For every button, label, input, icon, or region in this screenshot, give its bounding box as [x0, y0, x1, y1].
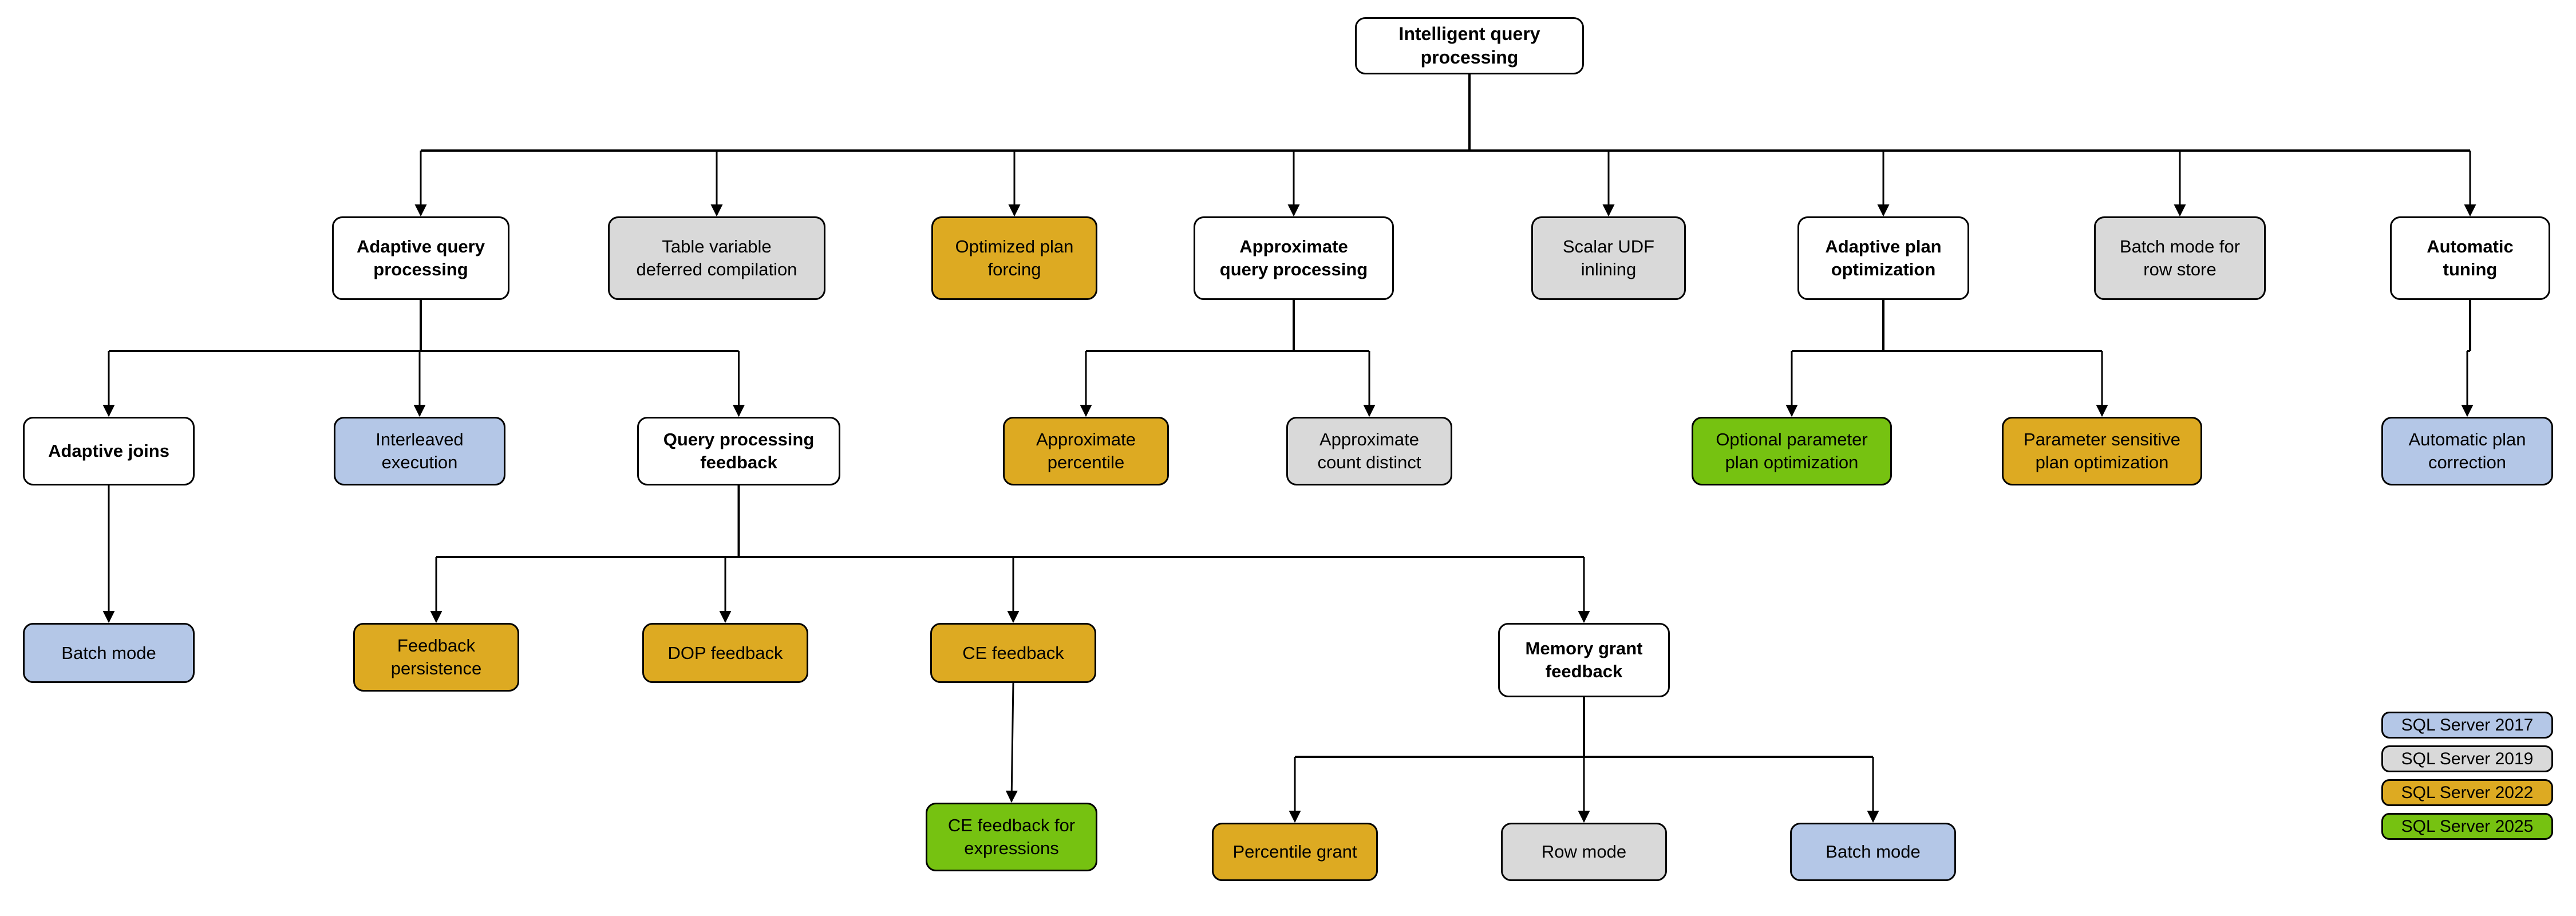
- node-aqp[interactable]: Adaptive query processing: [332, 216, 509, 300]
- node-opf[interactable]: Optimized plan forcing: [931, 216, 1097, 300]
- node-label: Percentile grant: [1232, 842, 1357, 862]
- node-label: CE feedback: [962, 642, 1064, 663]
- node-bmrs[interactable]: Batch mode for row store: [2094, 216, 2266, 300]
- node-label: Batch mode: [1826, 842, 1921, 862]
- node-aj[interactable]: Adaptive joins: [23, 417, 195, 485]
- node-label: Adaptive plan optimization: [1825, 236, 1942, 279]
- node-tvdc[interactable]: Table variable deferred compilation: [608, 216, 825, 300]
- legend-item-sql-server-2025[interactable]: SQL Server 2025: [2381, 813, 2553, 840]
- legend-item-sql-server-2022[interactable]: SQL Server 2022: [2381, 779, 2553, 806]
- node-label: Memory grant feedback: [1525, 638, 1643, 681]
- legend-item-label: SQL Server 2025: [2401, 816, 2534, 836]
- node-label: DOP feedback: [667, 642, 783, 663]
- legend-item-label: SQL Server 2017: [2401, 715, 2534, 735]
- node-cefe[interactable]: CE feedback for expressions: [926, 803, 1097, 871]
- node-label: Scalar UDF inlining: [1562, 236, 1655, 279]
- node-cef[interactable]: CE feedback: [930, 623, 1096, 683]
- legend-item-label: SQL Server 2022: [2401, 783, 2534, 802]
- legend-item-sql-server-2019[interactable]: SQL Server 2019: [2381, 745, 2553, 772]
- node-qpf[interactable]: Query processing feedback: [637, 417, 840, 485]
- node-label: Table variable deferred compilation: [636, 236, 797, 279]
- node-label: Approximate count distinct: [1317, 429, 1421, 472]
- node-label: Adaptive query processing: [357, 236, 485, 279]
- node-label: Approximate percentile: [1036, 429, 1136, 472]
- legend-item-sql-server-2017[interactable]: SQL Server 2017: [2381, 712, 2553, 739]
- node-at[interactable]: Automatic tuning: [2390, 216, 2550, 300]
- node-pg[interactable]: Percentile grant: [1212, 823, 1378, 881]
- node-bm1[interactable]: Batch mode: [23, 623, 195, 683]
- node-fp[interactable]: Feedback persistence: [353, 623, 519, 692]
- node-label: Intelligent query processing: [1398, 23, 1540, 68]
- node-label: Adaptive joins: [48, 441, 169, 461]
- node-label: Row mode: [1541, 842, 1627, 862]
- node-root[interactable]: Intelligent query processing: [1355, 17, 1584, 74]
- node-apct[interactable]: Approximate percentile: [1003, 417, 1169, 485]
- node-dopf[interactable]: DOP feedback: [642, 623, 808, 683]
- node-apq[interactable]: Approximate query processing: [1194, 216, 1394, 300]
- node-label: Approximate query processing: [1219, 236, 1368, 279]
- node-label: Interleaved execution: [376, 429, 464, 472]
- node-acd[interactable]: Approximate count distinct: [1286, 417, 1452, 485]
- node-label: Optional parameter plan optimization: [1716, 429, 1868, 472]
- node-label: Batch mode: [61, 642, 156, 663]
- node-oppo[interactable]: Optional parameter plan optimization: [1692, 417, 1892, 485]
- node-apo[interactable]: Adaptive plan optimization: [1797, 216, 1969, 300]
- node-mgf[interactable]: Memory grant feedback: [1498, 623, 1670, 697]
- node-label: Query processing feedback: [663, 429, 815, 472]
- edge-cef-cefe: [1005, 682, 1018, 803]
- node-label: Optimized plan forcing: [955, 236, 1074, 279]
- node-label: Automatic tuning: [2427, 236, 2514, 279]
- node-rm[interactable]: Row mode: [1501, 823, 1667, 881]
- node-sudf[interactable]: Scalar UDF inlining: [1531, 216, 1686, 300]
- node-label: Automatic plan correction: [2408, 429, 2526, 472]
- node-pspo[interactable]: Parameter sensitive plan optimization: [2002, 417, 2202, 485]
- node-label: Feedback persistence: [390, 635, 482, 678]
- node-ie[interactable]: Interleaved execution: [334, 417, 505, 485]
- node-label: Batch mode for row store: [2119, 236, 2241, 279]
- node-bm2[interactable]: Batch mode: [1790, 823, 1956, 881]
- node-label: Parameter sensitive plan optimization: [2024, 429, 2180, 472]
- node-label: CE feedback for expressions: [947, 815, 1076, 858]
- legend-item-label: SQL Server 2019: [2401, 749, 2534, 768]
- node-apc[interactable]: Automatic plan correction: [2381, 417, 2553, 485]
